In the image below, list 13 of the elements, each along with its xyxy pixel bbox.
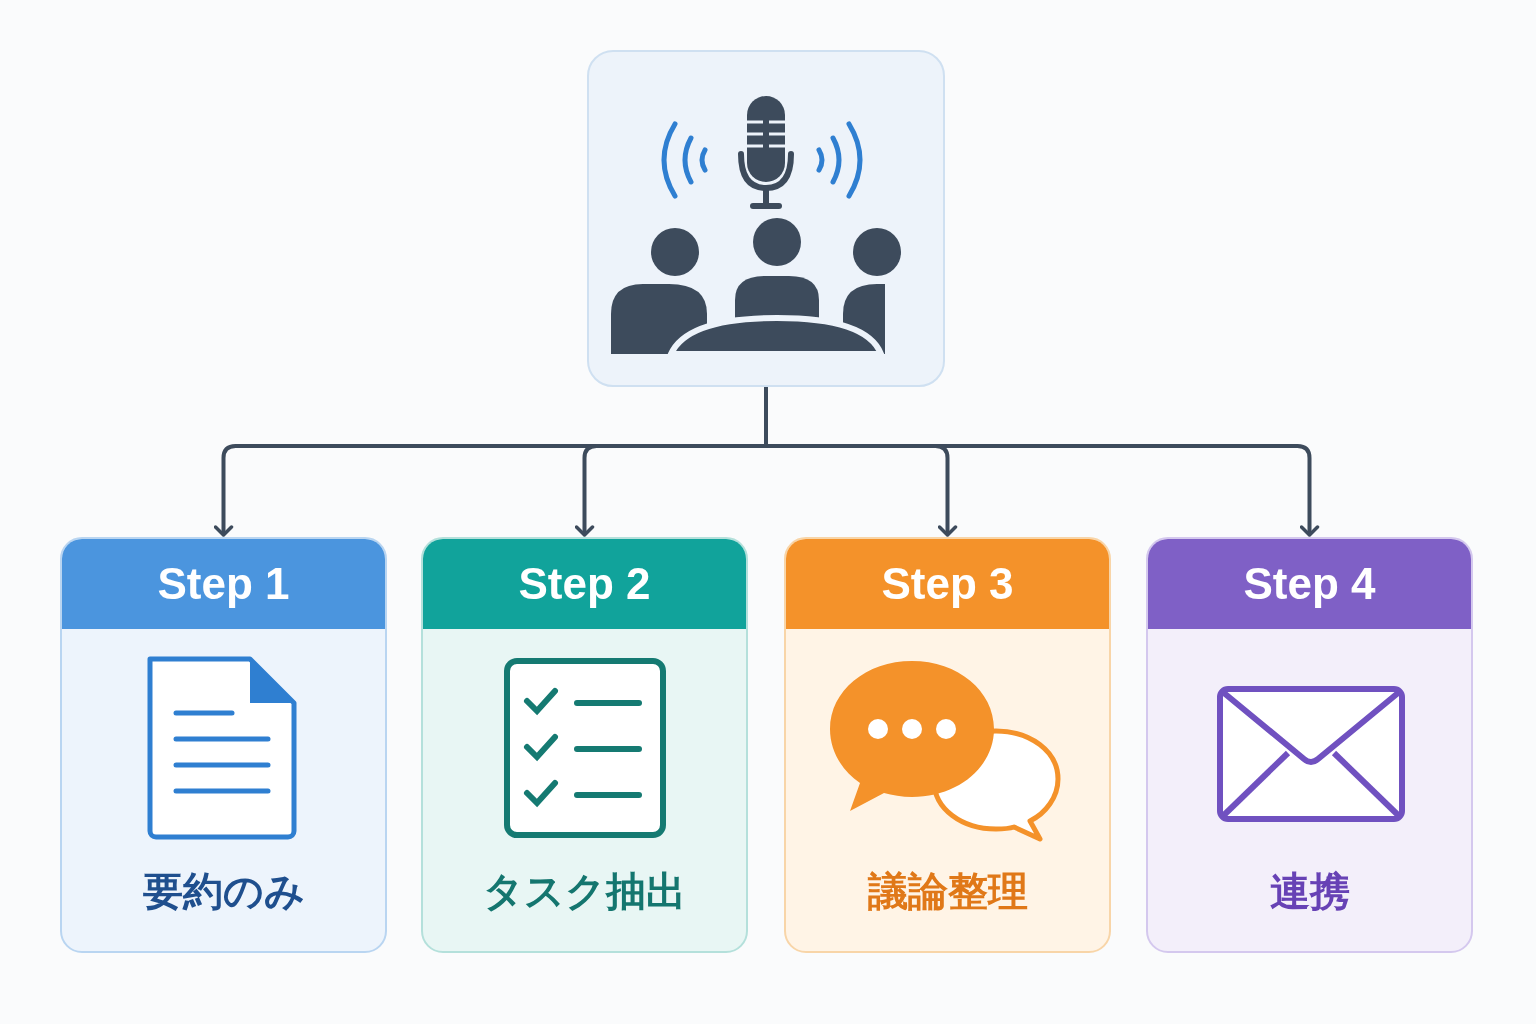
step-label: タスク抽出 (483, 867, 686, 916)
card-header: Step 2 (423, 539, 746, 629)
step-label: 要約のみ (142, 867, 305, 916)
step-label: 連携 (1269, 867, 1350, 916)
icon-box (587, 50, 945, 387)
step-card (784, 537, 1111, 953)
step-label: 議論整理 (867, 867, 1028, 916)
step-card (60, 537, 387, 953)
card-header: Step 4 (1148, 539, 1471, 629)
card-header: Step 1 (62, 539, 385, 629)
step-card (421, 537, 748, 953)
card-header: Step 3 (786, 539, 1109, 629)
step-card (1146, 537, 1473, 953)
